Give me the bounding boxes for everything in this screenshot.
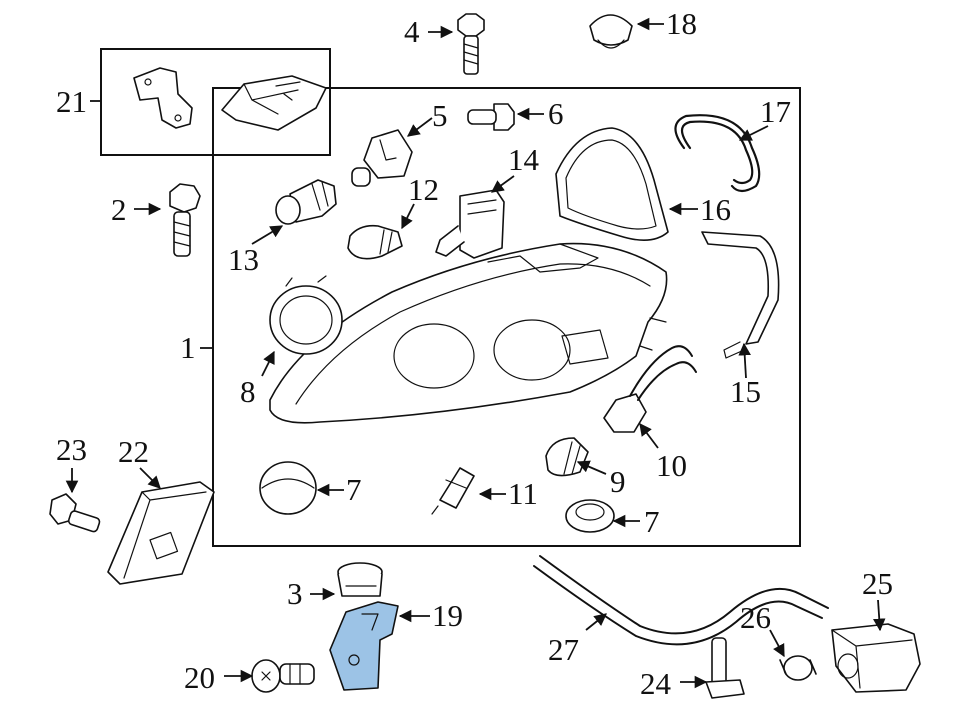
callout-27[interactable]: 27 <box>548 632 579 667</box>
callout-26[interactable]: 26 <box>740 600 771 635</box>
part-9-bulb[interactable] <box>545 437 589 477</box>
part-7-cap-left[interactable] <box>259 461 317 515</box>
part-19-bracket-highlighted[interactable] <box>329 601 399 691</box>
callout-4[interactable]: 4 <box>404 14 420 49</box>
part-27-hose[interactable] <box>533 555 829 646</box>
part-17-wire[interactable] <box>674 114 761 193</box>
callout-18[interactable]: 18 <box>666 6 697 41</box>
part-2-bolt[interactable] <box>169 183 201 257</box>
part-7-cap-right[interactable] <box>565 499 615 533</box>
part-12-bulb[interactable] <box>347 224 403 260</box>
part-22-control-module[interactable] <box>107 481 215 585</box>
callout-15[interactable]: 15 <box>730 374 761 409</box>
callout-22[interactable]: 22 <box>118 434 149 469</box>
part-18-cap[interactable] <box>589 14 633 49</box>
callout-5[interactable]: 5 <box>432 98 448 133</box>
callout-6[interactable]: 6 <box>548 96 564 131</box>
callout-23[interactable]: 23 <box>56 432 87 467</box>
part-1-headlamp-housing[interactable] <box>269 242 668 424</box>
callout-1[interactable]: 1 <box>180 330 196 365</box>
part-10-socket-harness[interactable] <box>603 345 697 433</box>
callout-13[interactable]: 13 <box>228 242 259 277</box>
callout-14[interactable]: 14 <box>508 142 540 177</box>
headlamp-assembly-frame <box>212 87 801 547</box>
callout-24[interactable]: 24 <box>640 666 672 701</box>
part-5-bulb-socket[interactable] <box>351 129 413 187</box>
part-6-screw[interactable] <box>467 103 515 131</box>
part-13-socket[interactable] <box>275 179 337 225</box>
callout-11[interactable]: 11 <box>508 476 538 511</box>
part-11-bulb[interactable] <box>431 467 475 515</box>
leader-lines <box>65 17 886 689</box>
bracket-kit-frame <box>100 48 331 156</box>
callout-7-left[interactable]: 7 <box>346 472 362 507</box>
part-25-module[interactable] <box>831 623 921 693</box>
callout-9[interactable]: 9 <box>610 464 626 499</box>
part-3-clip[interactable] <box>337 562 383 597</box>
part-8-retaining-ring[interactable] <box>269 275 343 355</box>
part-21-bracket-kit[interactable] <box>133 67 327 131</box>
callout-25[interactable]: 25 <box>862 566 893 601</box>
part-23-bolt[interactable] <box>49 493 101 533</box>
callout-21[interactable]: 21 <box>56 84 87 119</box>
part-16-seal[interactable] <box>555 127 669 241</box>
part-14-bulb[interactable] <box>435 189 505 259</box>
callout-labels: 1 2 3 4 5 6 7 7 8 9 10 11 12 13 14 15 16… <box>56 6 893 701</box>
callout-3[interactable]: 3 <box>287 576 303 611</box>
callout-17[interactable]: 17 <box>760 94 791 129</box>
callout-16[interactable]: 16 <box>700 192 731 227</box>
part-24-sensor[interactable] <box>705 637 745 699</box>
part-20-screw[interactable] <box>251 659 315 693</box>
callout-7-right[interactable]: 7 <box>644 504 660 539</box>
callout-19[interactable]: 19 <box>432 598 463 633</box>
part-15-trim-strip[interactable] <box>701 231 780 359</box>
part-4-screw[interactable] <box>457 13 485 75</box>
callout-12[interactable]: 12 <box>408 172 439 207</box>
callout-10[interactable]: 10 <box>656 448 687 483</box>
callout-20[interactable]: 20 <box>184 660 215 695</box>
part-26-fitting[interactable] <box>779 655 817 681</box>
part-19-fill <box>329 601 399 691</box>
callout-8[interactable]: 8 <box>240 374 256 409</box>
callout-2[interactable]: 2 <box>111 192 127 227</box>
